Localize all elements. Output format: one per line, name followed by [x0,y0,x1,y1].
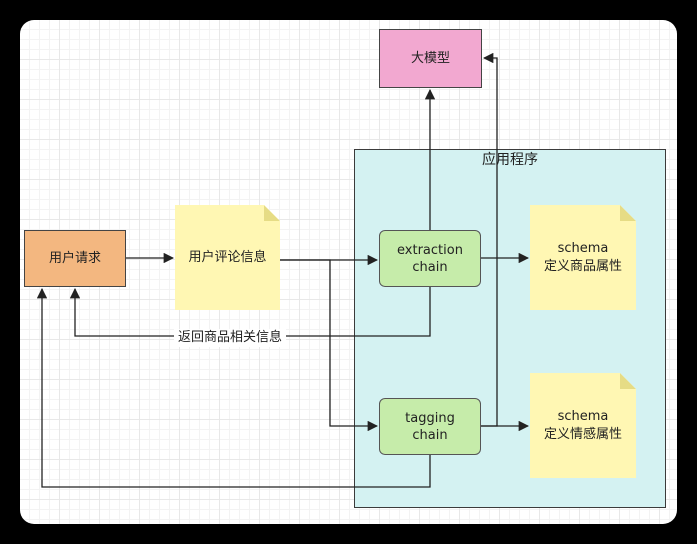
return-info-edge-label: 返回商品相关信息 [174,329,287,347]
tagging-chain-label-line1: tagging [405,410,455,426]
app-container-label: 应用程序 [482,152,538,168]
user-request-node: 用户请求 [24,230,126,287]
user-review-label: 用户评论信息 [188,249,267,265]
edge-review-to-tagging [280,259,379,432]
schema-sentiment-note: schema 定义情感属性 [530,373,636,478]
extraction-chain-node: extraction chain [379,230,481,287]
extraction-chain-label-line1: extraction [397,242,463,258]
edge-tagging-return [36,287,431,488]
extraction-chain-label-line2: chain [412,259,448,275]
schema-sentiment-label-line2: 定义情感属性 [543,426,622,442]
user-request-label: 用户请求 [48,251,101,266]
diagram-canvas: 应用程序 大模型 用户请求 用户评论信息 extraction chain ta… [20,20,677,524]
schema-product-label-line1: schema [557,240,609,256]
tagging-chain-label-line2: chain [412,427,448,443]
connector-layer [36,52,530,488]
llm-label: 大模型 [410,51,450,66]
schema-product-label-line2: 定义商品属性 [543,258,622,274]
llm-node: 大模型 [379,29,482,88]
schema-product-note: schema 定义商品属性 [530,205,636,310]
edge-tagging-to-llm [481,52,498,427]
schema-sentiment-label-line1: schema [557,408,609,424]
tagging-chain-node: tagging chain [379,398,481,455]
